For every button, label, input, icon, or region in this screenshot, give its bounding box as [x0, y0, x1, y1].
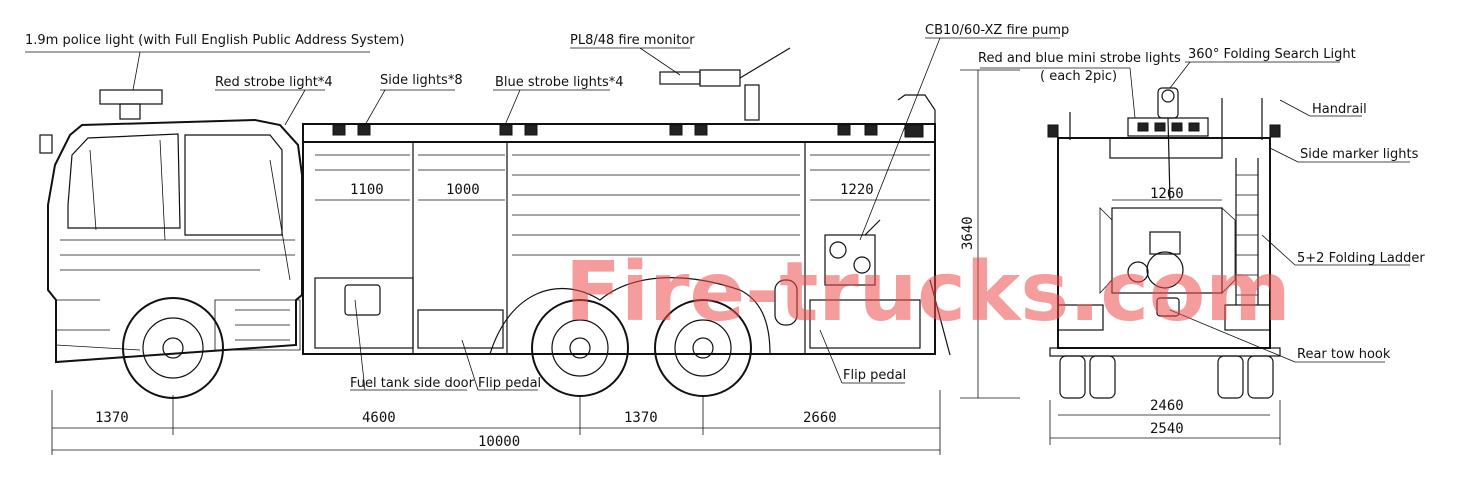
search-light [1157, 87, 1179, 119]
flip-pedal-1 [417, 309, 504, 349]
handrail [1069, 98, 1263, 140]
rear-view [1047, 87, 1281, 399]
label-mini-strobe-2: ( each 2pic) [1040, 69, 1117, 84]
dim-door1: 1100 [350, 182, 384, 198]
side-view [39, 47, 951, 399]
dim-rear-door: 1260 [1150, 186, 1184, 202]
strobe-light [332, 124, 346, 136]
dim-overall-width: 2540 [1150, 421, 1184, 437]
dim-height: 3640 [960, 216, 976, 250]
dim-door2: 1000 [446, 182, 480, 198]
windshield [67, 133, 181, 229]
dimension-lines [51, 69, 1281, 455]
dim-door3: 1220 [840, 182, 874, 198]
label-handrail: Handrail [1312, 102, 1367, 117]
flip-pedal-2 [809, 299, 921, 349]
dim-wheelbase: 4600 [362, 410, 396, 426]
label-tow-hook: Rear tow hook [1297, 347, 1391, 362]
label-side-marker: Side marker lights [1300, 147, 1419, 162]
dimension-labels: 1100 1000 1220 1260 3640 1370 4600 1370 … [95, 182, 1184, 450]
label-fire-pump: CB10/60-XZ fire pump [925, 23, 1069, 38]
fire-monitor [659, 47, 791, 121]
label-blue-strobe: Blue strobe lights*4 [495, 75, 624, 90]
rear-wheel-right [1217, 355, 1244, 399]
label-flip-pedal-2: Flip pedal [843, 368, 906, 383]
leader-lines [25, 37, 1410, 391]
watermark: Fire-trucks.com [565, 245, 1291, 340]
dim-front-overhang: 1370 [95, 410, 129, 426]
mirror [39, 134, 53, 154]
cab-side-window [184, 134, 283, 236]
tow-hook [1156, 297, 1180, 317]
rear-pump [1127, 231, 1184, 289]
label-fire-monitor: PL8/48 fire monitor [570, 33, 695, 48]
label-mini-strobe-1: Red and blue mini strobe lights [978, 51, 1181, 66]
label-red-strobe: Red strobe light*4 [215, 75, 333, 90]
dim-rear-overhang: 2660 [803, 410, 837, 426]
cab-outline [47, 118, 303, 364]
fuel-tank-door [314, 277, 414, 349]
fire-pump [824, 219, 881, 286]
label-police-light: 1.9m police light (with Full English Pub… [25, 33, 404, 48]
dim-overall-length: 10000 [478, 434, 520, 450]
labels: 1.9m police light (with Full English Pub… [25, 23, 1425, 391]
front-wheel [122, 297, 224, 399]
label-search-light: 360° Folding Search Light [1188, 47, 1356, 62]
folding-ladder [1235, 158, 1259, 305]
police-light-bar [99, 89, 163, 105]
dim-axle-spacing: 1370 [624, 410, 658, 426]
rear-wheel-left [1059, 355, 1086, 399]
dim-track-width: 2460 [1150, 398, 1184, 414]
label-side-lights: Side lights*8 [380, 73, 463, 88]
label-fuel-door: Fuel tank side door [350, 376, 475, 391]
label-flip-pedal-1: Flip pedal [478, 376, 541, 391]
label-ladder: 5+2 Folding Ladder [1297, 251, 1425, 266]
